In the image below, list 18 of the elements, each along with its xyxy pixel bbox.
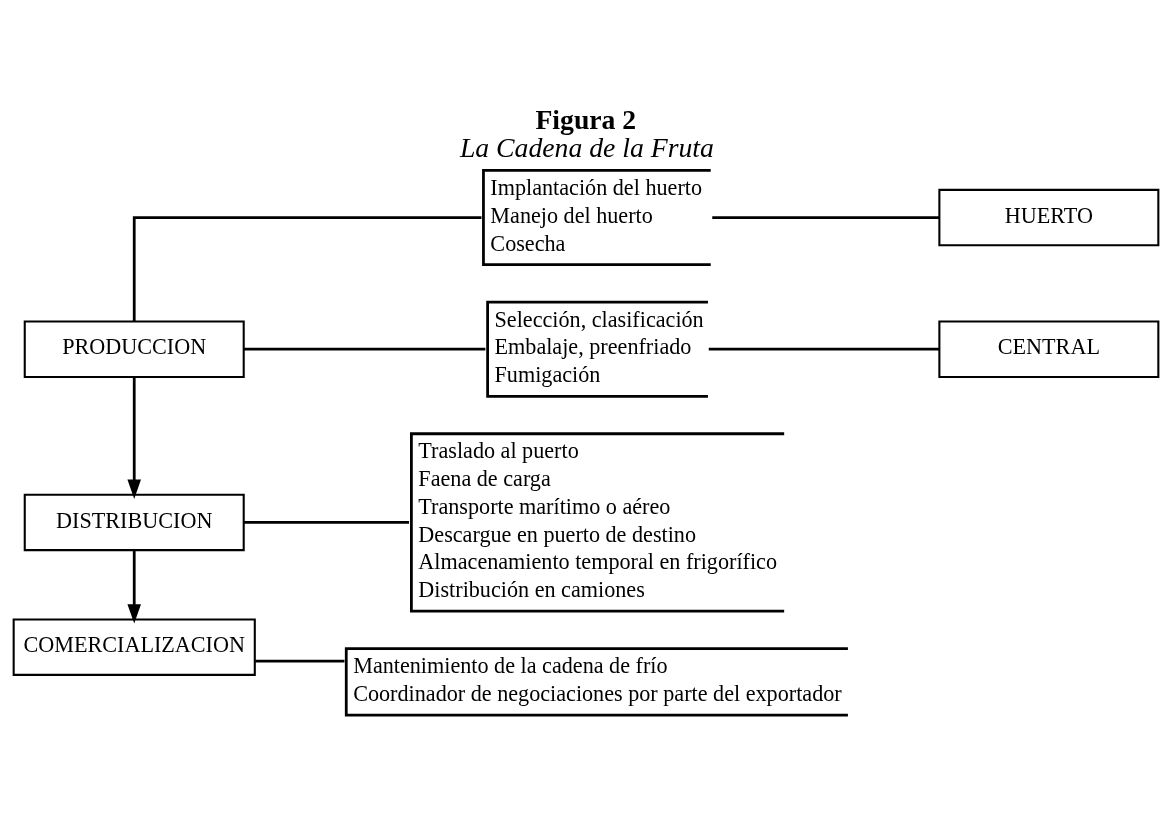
node-box: DISTRIBUCION — [23, 493, 245, 551]
connector — [712, 215, 940, 219]
node-text: Selección, clasificación Embalaje, preenfriado Fumigación — [494, 306, 704, 387]
node-box: CENTRAL — [938, 319, 1160, 378]
diagram-title: Figura 2 — [535, 103, 637, 135]
connector — [243, 347, 486, 351]
arrow — [127, 376, 142, 499]
node-text: Implantación del huerto Manejo del huerto Cosecha — [490, 174, 703, 256]
connector — [243, 520, 409, 524]
node-box: HUERTO — [938, 188, 1160, 246]
connector — [132, 215, 482, 321]
node-box: COMERCIALIZACION — [12, 617, 256, 676]
node-box: PRODUCCION — [23, 319, 245, 378]
node-text: Traslado al puerto Faena de carga Transporte marítimo o aéreo Descargue en puerto de destino Almacenamiento temporal en frigorífico Distribución en camiones — [418, 437, 777, 602]
arrow — [127, 550, 142, 624]
connector — [708, 347, 940, 351]
node-text: Mantenimiento de la cadena de frío Coordinador de negociaciones por parte del exportador — [353, 652, 842, 706]
connector — [255, 659, 345, 662]
